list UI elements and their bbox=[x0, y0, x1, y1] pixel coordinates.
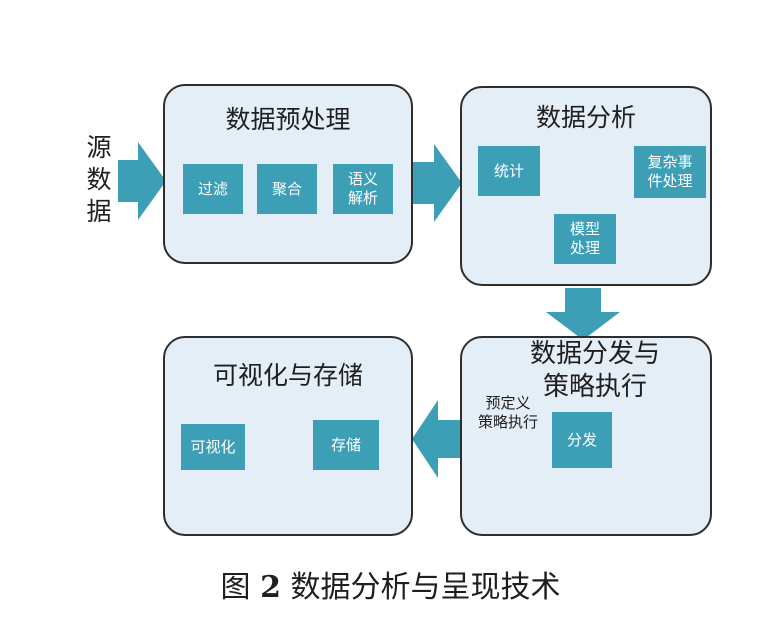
source-label: 源 数 据 bbox=[84, 132, 114, 228]
panel-preprocess-title: 数据预处理 bbox=[225, 105, 351, 134]
box-semantic-parse: 语义 解析 bbox=[333, 164, 393, 214]
caption-prefix: 图 bbox=[220, 570, 251, 605]
panel-analysis-title: 数据分析 bbox=[535, 103, 636, 132]
caption-number: 2 bbox=[260, 570, 281, 605]
box-model-processing: 模型 处理 bbox=[554, 214, 616, 264]
caption-text: 数据分析与呈现技术 bbox=[290, 570, 561, 605]
panel-preprocess: 数据预处理 过滤 聚合 语义 解析 bbox=[163, 84, 413, 264]
arrow-source-to-preprocess bbox=[118, 142, 166, 220]
box-dispatch: 分发 bbox=[552, 412, 612, 468]
box-storage: 存储 bbox=[313, 420, 379, 470]
panel-dispatch-title: 数据分发与 策略执行 bbox=[529, 339, 660, 402]
box-statistics: 统计 bbox=[478, 146, 540, 196]
figure-caption: 图 2 数据分析与呈现技术 bbox=[0, 562, 781, 606]
source-char-3: 据 bbox=[86, 197, 112, 226]
arrow-dispatch-to-visual bbox=[412, 400, 462, 478]
arrow-analysis-to-dispatch bbox=[546, 288, 620, 340]
box-filter: 过滤 bbox=[183, 164, 243, 214]
box-visualization: 可视化 bbox=[181, 424, 245, 470]
predefined-policy-label: 预定义 策略执行 bbox=[477, 394, 538, 431]
arrow-preprocess-to-analysis bbox=[412, 144, 462, 222]
box-complex-event: 复杂事 件处理 bbox=[634, 146, 706, 198]
box-aggregate: 聚合 bbox=[257, 164, 317, 214]
panel-visual-title: 可视化与存储 bbox=[212, 361, 363, 390]
source-char-2: 数 bbox=[86, 165, 112, 194]
panel-analysis: 数据分析 统计 复杂事 件处理 模型 处理 bbox=[460, 86, 712, 286]
panel-visual: 可视化与存储 可视化 存储 bbox=[163, 336, 413, 536]
source-char-1: 源 bbox=[86, 133, 112, 162]
